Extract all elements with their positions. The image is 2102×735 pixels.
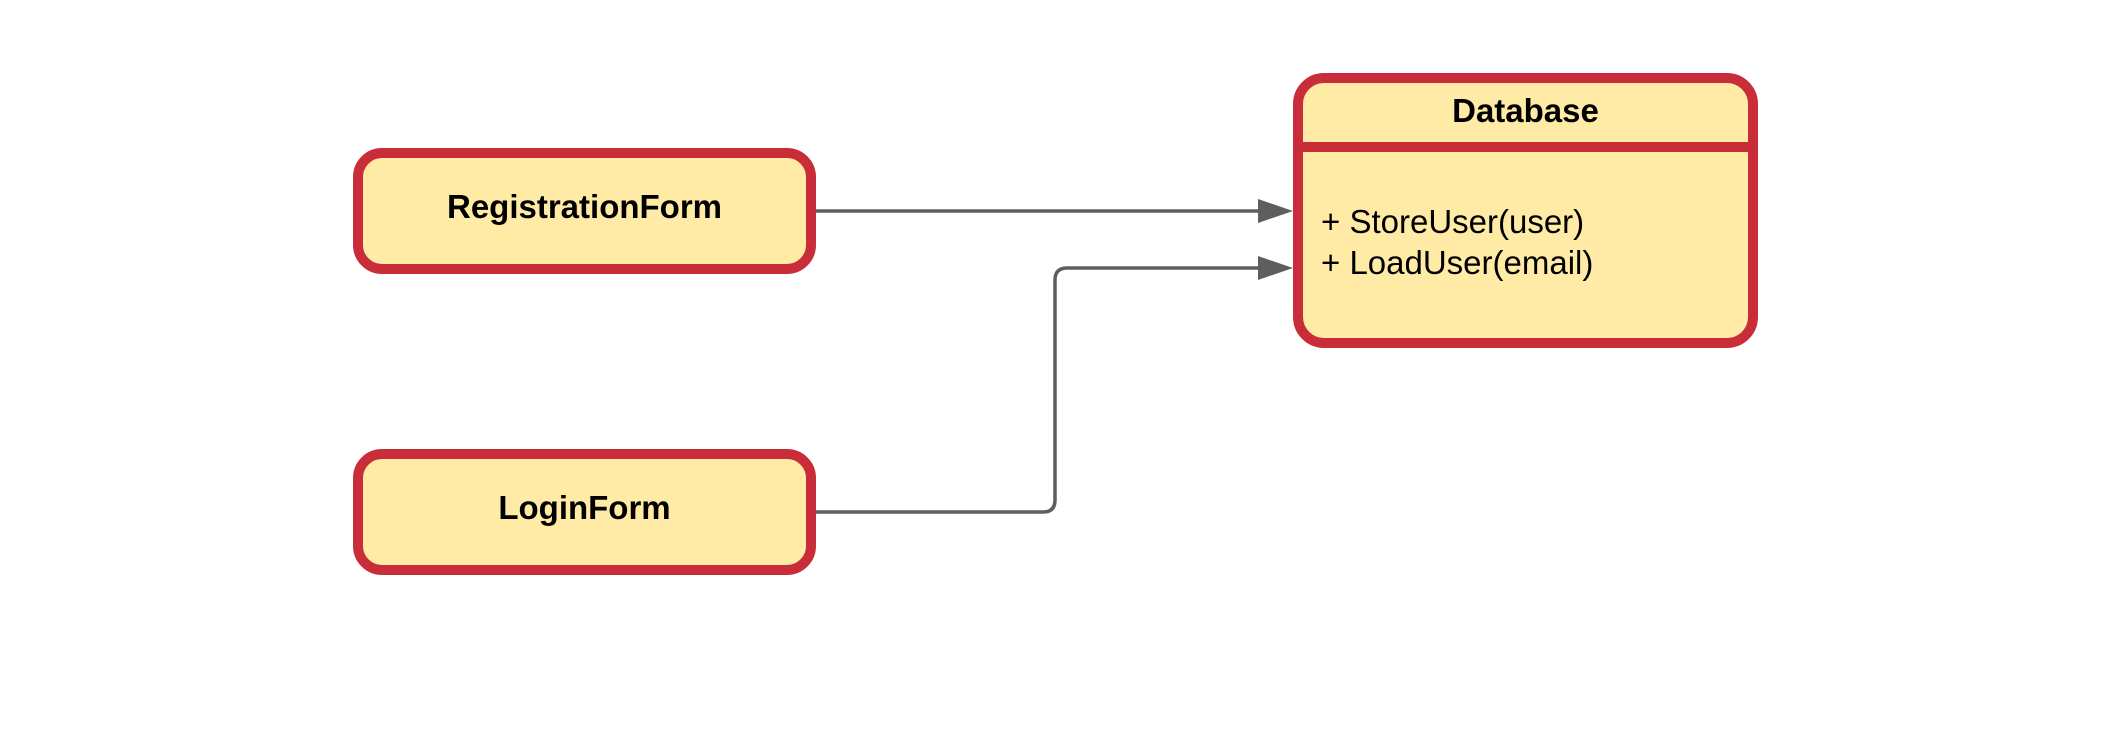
node-box (353, 449, 816, 575)
node-title: RegistrationForm (447, 188, 722, 225)
node-registration-form[interactable]: RegistrationForm (353, 148, 816, 274)
method-load-user: + LoadUser(email) (1321, 244, 1593, 281)
node-login-form[interactable]: LoginForm (353, 449, 816, 575)
connector-line (814, 266, 1260, 514)
node-title: LoginForm (498, 489, 670, 526)
node-title: Database (1452, 92, 1599, 129)
node-database[interactable]: Database + StoreUser(user) + LoadUser(em… (1293, 73, 1758, 348)
node-box (353, 148, 816, 274)
arrowhead-icon (1258, 256, 1293, 280)
connector-login-to-database (814, 256, 1293, 514)
connector-registration-to-database (814, 199, 1293, 223)
method-store-user: + StoreUser(user) (1321, 203, 1584, 240)
arrowhead-icon (1258, 199, 1293, 223)
